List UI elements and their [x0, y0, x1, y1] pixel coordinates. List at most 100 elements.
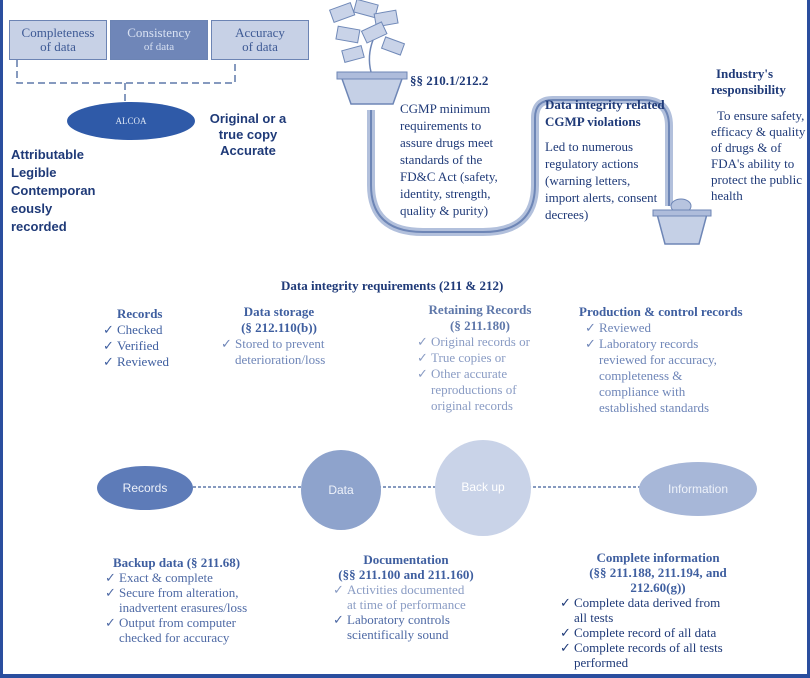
- node-label: Records: [122, 481, 168, 495]
- cgmp-text: §§ 210.1/212.2 CGMP minimum requirements…: [400, 72, 498, 219]
- cgmp-flow-graphic: [328, 0, 712, 245]
- cgmp-title: §§ 210.1/212.2: [410, 73, 489, 88]
- text-line: FD&C Act (safety,: [400, 169, 498, 184]
- list-item: ✓Checked: [101, 322, 169, 338]
- text-line: import alerts, consent: [545, 190, 658, 205]
- violations-title: Data integrity related: [545, 97, 665, 112]
- text-line: identity, strength,: [400, 186, 491, 201]
- node-label: Information: [667, 482, 729, 496]
- text-line: efficacy & quality: [711, 124, 806, 139]
- item-text: compliance with: [599, 384, 686, 399]
- text-line: regulatory actions: [545, 156, 639, 171]
- node-label: Data: [328, 483, 354, 497]
- backup-title: Backup data (§ 211.68): [113, 555, 241, 570]
- item-text: Checked: [117, 322, 163, 337]
- records-panel: Records ✓Checked ✓Verified ✓Reviewed: [101, 306, 169, 370]
- item-text: Reviewed: [599, 320, 651, 335]
- alcoa-label: ALCOA: [115, 116, 147, 126]
- timeline-node-backup: Back up: [435, 440, 531, 536]
- text-line: protect the public: [711, 172, 802, 187]
- check-icon: ✓: [560, 640, 571, 655]
- data-storage-panel: Data storage (§ 212.110(b)) ✓Stored to p…: [219, 304, 339, 368]
- text-line: health: [711, 188, 743, 203]
- retaining-title: (§ 211.180): [450, 318, 510, 333]
- industry-text: Industry's responsibility To ensure safe…: [711, 66, 807, 204]
- item-text: Exact & complete: [119, 570, 213, 585]
- item-text: Activities documented: [347, 582, 465, 597]
- retaining-panel: Retaining Records (§ 211.180) ✓Original …: [415, 302, 545, 414]
- alcoa-right-text: Original or a true copy Accurate: [207, 111, 289, 159]
- text-line: recorded: [11, 219, 67, 234]
- industry-title: responsibility: [711, 82, 786, 97]
- text-line: FDA's ability to: [711, 156, 795, 171]
- check-icon: ✓: [105, 585, 116, 600]
- item-text: reviewed for accuracy,: [599, 352, 717, 367]
- documentation-panel: Documentation (§§ 211.100 and 211.160) ✓…: [321, 552, 491, 642]
- list-item: ✓Complete record of all data: [558, 625, 758, 640]
- list-item: ✓Secure from alteration,inadvertent eras…: [103, 585, 247, 615]
- item-text: Laboratory records: [599, 336, 699, 351]
- complete-info-panel: Complete information (§§ 211.188, 211.19…: [558, 550, 758, 670]
- records-title: Records: [117, 306, 163, 321]
- check-icon: ✓: [417, 366, 428, 381]
- box-line: Consistency: [127, 25, 191, 40]
- alcoa-ellipse: ALCOA: [67, 102, 195, 140]
- check-icon: ✓: [560, 625, 571, 640]
- list-item: ✓Exact & complete: [103, 570, 247, 585]
- box-line: of data: [40, 39, 76, 54]
- check-icon: ✓: [333, 612, 344, 627]
- production-title: Production & control records: [579, 304, 743, 319]
- complete-title: 212.60(g)): [630, 580, 686, 595]
- check-icon: ✓: [333, 582, 344, 597]
- item-text: at time of performance: [347, 597, 466, 612]
- check-icon: ✓: [585, 336, 596, 351]
- check-icon: ✓: [585, 320, 596, 335]
- timeline-node-records: Records: [97, 466, 193, 510]
- backup-panel: Backup data (§ 211.68) ✓Exact & complete…: [103, 555, 247, 645]
- item-text: scientifically sound: [347, 627, 449, 642]
- industry-title: Industry's: [716, 66, 774, 81]
- text-line: quality & purity): [400, 203, 489, 218]
- text-line: eously: [11, 201, 53, 216]
- text-line: assure drugs meet: [400, 135, 494, 150]
- item-text: Complete record of all data: [574, 625, 717, 640]
- list-item: ✓Reviewed: [583, 320, 779, 336]
- retaining-title: Retaining Records: [428, 302, 532, 317]
- timeline-node-information: Information: [639, 462, 757, 516]
- complete-title: (§§ 211.188, 211.194, and: [589, 565, 727, 580]
- node-label: Back up: [461, 480, 505, 494]
- text-line: requirements to: [400, 118, 482, 133]
- check-icon: ✓: [103, 322, 114, 337]
- item-text: Stored to prevent: [235, 336, 325, 351]
- text-line: Accurate: [220, 143, 276, 158]
- item-text: reproductions of: [431, 382, 517, 397]
- dashed-connector: [16, 60, 236, 104]
- list-item: ✓Reviewed: [101, 354, 169, 370]
- check-icon: ✓: [103, 338, 114, 353]
- alcoa-left-text: Attributable Legible Contemporan eously …: [11, 146, 96, 236]
- item-text: Laboratory controls: [347, 612, 450, 627]
- violations-title: CGMP violations: [545, 114, 641, 129]
- text-line: decrees): [545, 207, 589, 222]
- data-storage-title: (§ 212.110(b)): [241, 320, 317, 335]
- list-item: ✓Verified: [101, 338, 169, 354]
- data-storage-title: Data storage: [243, 304, 315, 319]
- box-line: of data: [242, 39, 278, 54]
- text-line: To ensure safety,: [717, 108, 805, 123]
- violations-text: Data integrity related CGMP violations L…: [545, 96, 665, 223]
- item-text: Complete records of all tests: [574, 640, 723, 655]
- text-line: (warning letters,: [545, 173, 631, 188]
- text-line: CGMP minimum: [400, 101, 491, 116]
- text-line: true copy: [218, 127, 278, 142]
- box-line: of data: [143, 41, 175, 53]
